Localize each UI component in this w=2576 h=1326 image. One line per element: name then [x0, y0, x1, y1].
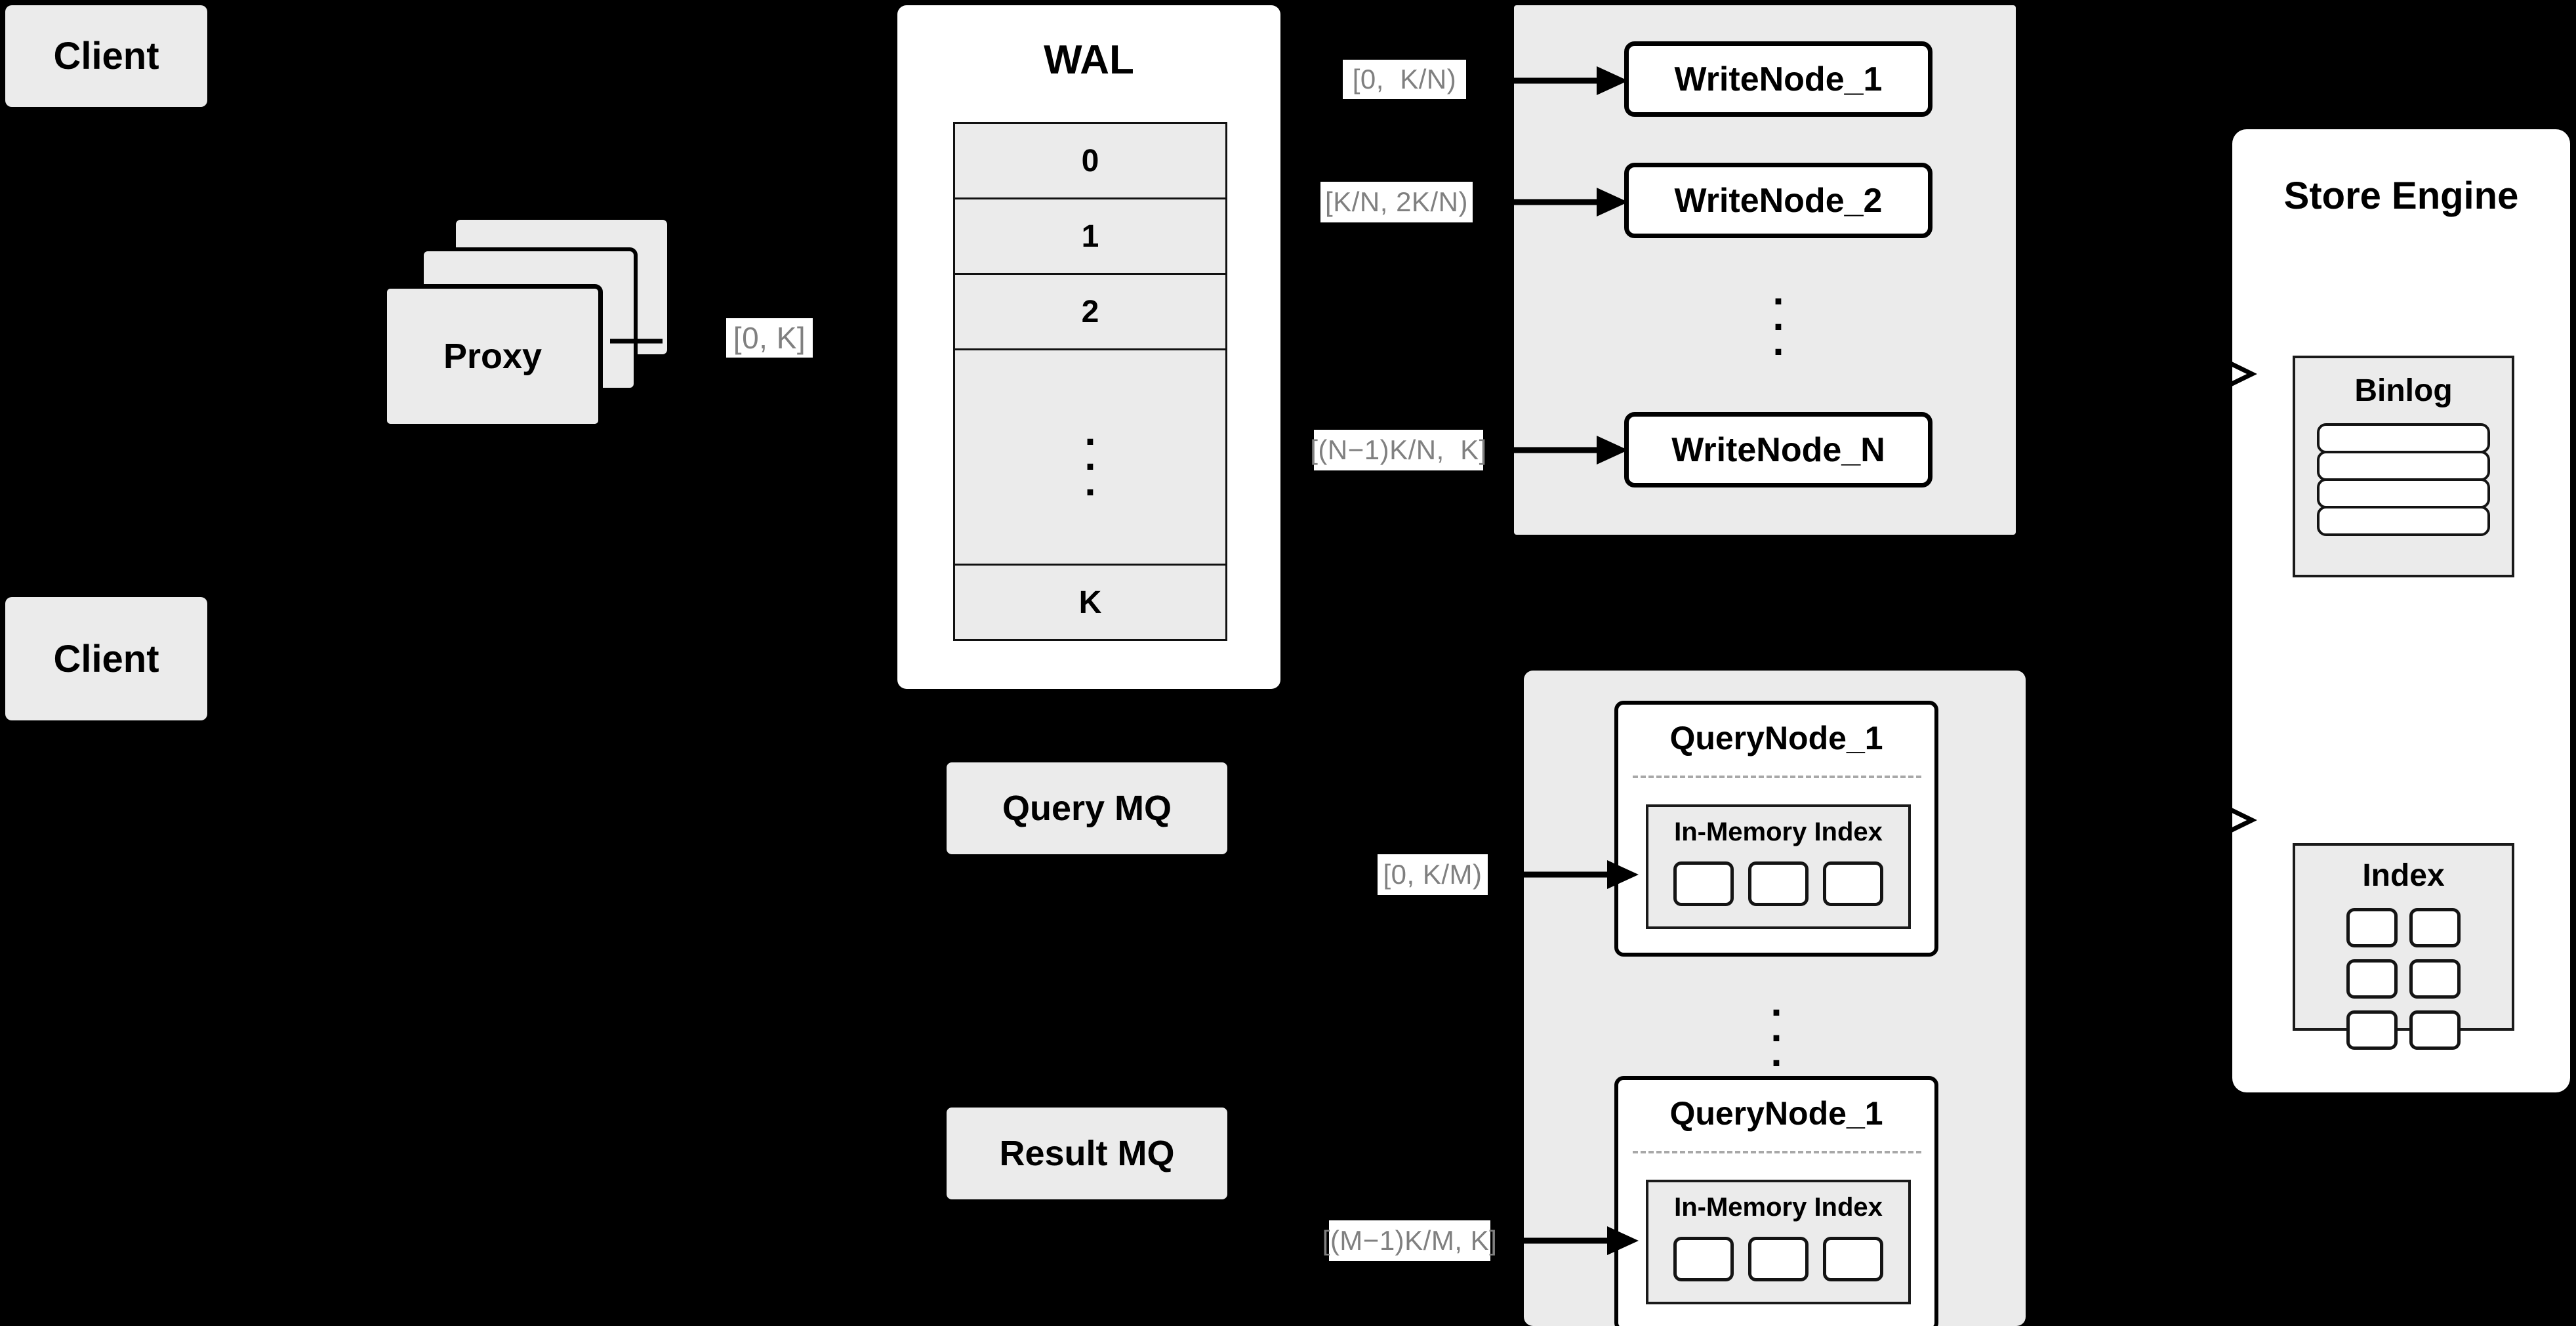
- query-node-2-separator: [1633, 1151, 1921, 1153]
- index-segment[interactable]: [2409, 1010, 2461, 1050]
- index-segment[interactable]: [2409, 959, 2461, 999]
- store-engine-title: Store Engine: [2283, 175, 2519, 217]
- write-node-1-range-label: [0, K/N): [1343, 60, 1466, 99]
- binlog-entry[interactable]: [2317, 478, 2490, 508]
- query-nodes-ellipsis: . . .: [1770, 980, 1782, 1076]
- wal-row-2[interactable]: 2: [953, 273, 1227, 348]
- arrow-to-write-node-n: [1511, 436, 1628, 465]
- index-segment[interactable]: [2346, 908, 2398, 947]
- query-node-1-inmemory-index-title: In-Memory Index: [1674, 818, 1883, 846]
- client-node-2-label: Client: [53, 637, 159, 680]
- proxy-stack[interactable]: Proxy: [380, 210, 676, 433]
- binlog-entry[interactable]: [2317, 451, 2490, 481]
- wal-title: WAL: [1044, 37, 1134, 83]
- query-cluster-container: QueryNode_1 In-Memory Index . . .: [1524, 671, 2026, 1326]
- result-mq-label: Result MQ: [999, 1134, 1175, 1173]
- client-node-1-label: Client: [53, 35, 159, 77]
- index-title: Index: [2362, 858, 2445, 893]
- query-node-1-inmemory-index: In-Memory Index: [1646, 804, 1911, 929]
- query-node-2[interactable]: QueryNode_1 In-Memory Index: [1614, 1076, 1938, 1326]
- proxy-to-wal-connector: [610, 339, 663, 344]
- arrow-to-binlog: [2190, 356, 2257, 392]
- write-node-2[interactable]: WriteNode_2: [1624, 163, 1932, 238]
- query-node-1-label: QueryNode_1: [1669, 720, 1883, 756]
- write-nodes-ellipsis: . . .: [1772, 268, 1784, 365]
- write-node-1[interactable]: WriteNode_1: [1624, 41, 1932, 117]
- proxy-range-label: [0, K]: [726, 318, 813, 358]
- query-mq-node[interactable]: Query MQ: [947, 762, 1227, 854]
- query-node-2-index-segment[interactable]: [1748, 1237, 1809, 1281]
- binlog-entry[interactable]: [2317, 506, 2490, 536]
- wal-row-1[interactable]: 1: [953, 197, 1227, 273]
- query-node-2-index-segment[interactable]: [1823, 1237, 1883, 1281]
- query-node-2-range-label: [(M−1)K/M, K]: [1322, 1220, 1497, 1261]
- write-node-n-range-label: [(N−1)K/N, K]: [1310, 430, 1486, 470]
- query-node-2-inmemory-index-title: In-Memory Index: [1674, 1193, 1883, 1222]
- wal-row-k[interactable]: K: [953, 564, 1227, 641]
- index-segment[interactable]: [2409, 908, 2461, 947]
- binlog-title: Binlog: [2354, 373, 2453, 408]
- wal-row-ellipsis: . . .: [953, 348, 1227, 564]
- index-segment[interactable]: [2346, 1010, 2398, 1050]
- write-node-1-label: WriteNode_1: [1674, 60, 1883, 98]
- proxy-card-front[interactable]: Proxy: [382, 284, 603, 428]
- write-node-2-label: WriteNode_2: [1674, 181, 1883, 220]
- query-node-1-range-label: [0, K/M): [1378, 854, 1488, 895]
- query-node-1-separator: [1633, 776, 1921, 778]
- query-mq-label: Query MQ: [1002, 789, 1172, 828]
- query-node-1-index-segment[interactable]: [1823, 861, 1883, 906]
- query-node-2-label: QueryNode_1: [1669, 1095, 1883, 1132]
- client-node-2[interactable]: Client: [5, 597, 207, 720]
- arrow-to-write-node-2: [1511, 188, 1628, 217]
- wal-row-0[interactable]: 0: [953, 122, 1227, 197]
- write-node-n[interactable]: WriteNode_N: [1624, 412, 1932, 487]
- result-mq-node[interactable]: Result MQ: [947, 1108, 1227, 1199]
- arrow-to-index: [2190, 802, 2257, 839]
- query-node-2-inmemory-index: In-Memory Index: [1646, 1180, 1911, 1304]
- wal-panel: WAL 0 1 2 . . . K: [897, 5, 1280, 689]
- index-segment[interactable]: [2346, 959, 2398, 999]
- arrow-to-query-node-2: [1522, 1226, 1639, 1255]
- arrow-to-write-node-1: [1511, 66, 1628, 95]
- arrow-to-query-node-1: [1522, 860, 1639, 889]
- binlog-entry[interactable]: [2317, 423, 2490, 453]
- query-node-1[interactable]: QueryNode_1 In-Memory Index: [1614, 701, 1938, 957]
- client-node-1[interactable]: Client: [5, 5, 207, 107]
- write-node-n-label: WriteNode_N: [1671, 430, 1885, 469]
- store-engine-panel: Store Engine Binlog Index: [2232, 129, 2570, 1092]
- index-box: Index: [2293, 843, 2514, 1050]
- write-node-2-range-label: [K/N, 2K/N): [1320, 182, 1473, 222]
- wal-entry-list: 0 1 2 . . . K: [953, 122, 1227, 641]
- proxy-label: Proxy: [443, 337, 542, 376]
- query-node-2-index-segment[interactable]: [1673, 1237, 1734, 1281]
- binlog-box: Binlog: [2293, 356, 2514, 577]
- query-node-1-index-segment[interactable]: [1748, 861, 1809, 906]
- query-node-1-index-segment[interactable]: [1673, 861, 1734, 906]
